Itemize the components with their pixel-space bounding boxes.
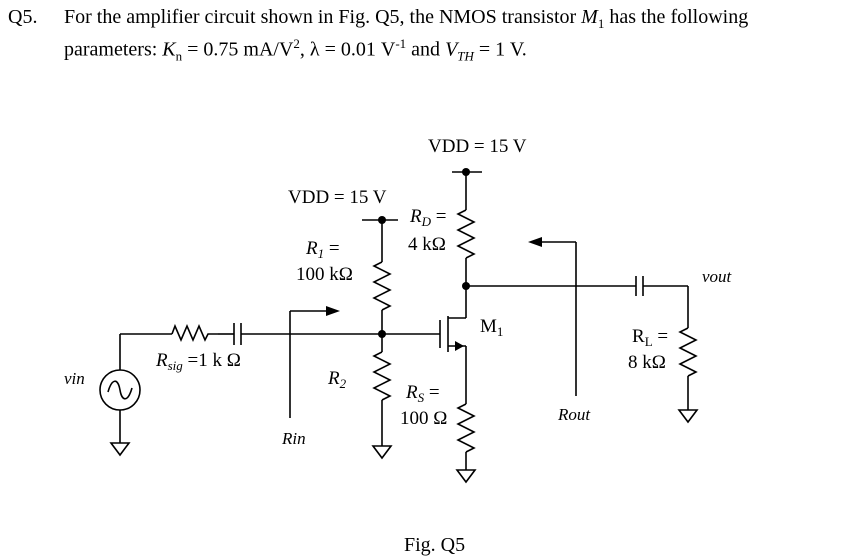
r1-label: R1 = [305, 238, 340, 261]
m1-sub: 1 [497, 324, 504, 339]
ground-source [109, 442, 131, 457]
mosfet-m1 [439, 286, 467, 404]
rs-eq: = [424, 382, 439, 403]
param-kn-exp: 2 [293, 36, 300, 51]
rl-eq: = [653, 326, 668, 347]
question-line-2: parameters: Kn = 0.75 mA/V2, λ = 0.01 V-… [64, 36, 527, 65]
question-line2-prefix: parameters: [64, 38, 163, 61]
rl-value: 8 kΩ [628, 352, 666, 373]
question-line1-suffix: has the following [604, 6, 749, 28]
param-vth-sub: TH [457, 48, 474, 64]
param-kn-sub: n [175, 48, 183, 64]
r1-sub: 1 [318, 246, 325, 261]
vdd-right-label: VDD = 15 V [428, 136, 527, 157]
rs-resistor [456, 403, 476, 453]
rd-eq: = [431, 206, 446, 227]
param-vth-value: = 1 V. [473, 38, 527, 61]
rs-name: R [405, 382, 418, 403]
param-kn-value: = 0.75 mA/V [182, 38, 294, 61]
r1-eq: = [324, 238, 339, 259]
rin-label: Rin [281, 429, 306, 448]
m1-name: M [480, 316, 497, 337]
signal-source [99, 334, 141, 443]
question-number: Q5. [8, 6, 38, 28]
rin-marker [289, 306, 340, 418]
param-lambda: , λ = 0.01 V [299, 38, 396, 61]
ground-rs [455, 469, 477, 484]
rout-marker [528, 237, 577, 396]
param-and: and [406, 38, 446, 61]
r2-label: R2 [327, 368, 347, 391]
rs-value: 100 Ω [400, 408, 447, 429]
vout-label: vout [702, 267, 733, 286]
r2-name: R [327, 368, 340, 389]
rl-sub: L [645, 334, 653, 349]
rd-value: 4 kΩ [408, 234, 446, 255]
r1-value: 100 kΩ [296, 264, 353, 285]
param-vth-symbol: V [445, 38, 458, 61]
rd-label: RD = [409, 206, 446, 229]
rsig-label: Rsig =1 k Ω [155, 350, 241, 373]
param-lambda-exp: -1 [395, 36, 407, 51]
rd-resistor [456, 209, 476, 259]
m1-label: M1 [480, 316, 503, 339]
vdd-left-label: VDD = 15 V [288, 187, 387, 208]
rout-label: Rout [557, 405, 591, 424]
rl-name: R [632, 326, 645, 347]
rs-label: RS = [405, 382, 440, 405]
r2-resistor [372, 351, 392, 401]
rsig-name: R [155, 350, 168, 371]
vdd-right-rail [452, 168, 482, 176]
input-capacitor [218, 323, 382, 345]
rsig-sub: sig [168, 358, 184, 373]
rs-sub: S [418, 390, 425, 405]
vdd-left-rail [362, 216, 398, 224]
ground-r2 [371, 445, 393, 460]
question-transistor-sub: 1 [597, 16, 605, 31]
ground-rl [677, 409, 699, 424]
output-capacitor [635, 276, 688, 296]
r2-sub: 2 [340, 376, 347, 391]
vin-label: vin [64, 369, 85, 388]
param-kn-symbol: K [162, 38, 176, 61]
question-transistor: M [581, 6, 598, 28]
rd-name: R [409, 206, 422, 227]
rl-label: RL = [632, 326, 668, 349]
figure-caption: Fig. Q5 [404, 534, 465, 556]
rsig-resistor [171, 323, 218, 343]
r1-name: R [305, 238, 318, 259]
rsig-value: =1 k Ω [183, 350, 241, 371]
question-line-1: For the amplifier circuit shown in Fig. … [64, 6, 748, 32]
r1-resistor [372, 261, 392, 311]
rl-resistor [678, 327, 698, 377]
rd-sub: D [421, 214, 432, 229]
question-line1-prefix: For the amplifier circuit shown in Fig. … [64, 6, 582, 28]
